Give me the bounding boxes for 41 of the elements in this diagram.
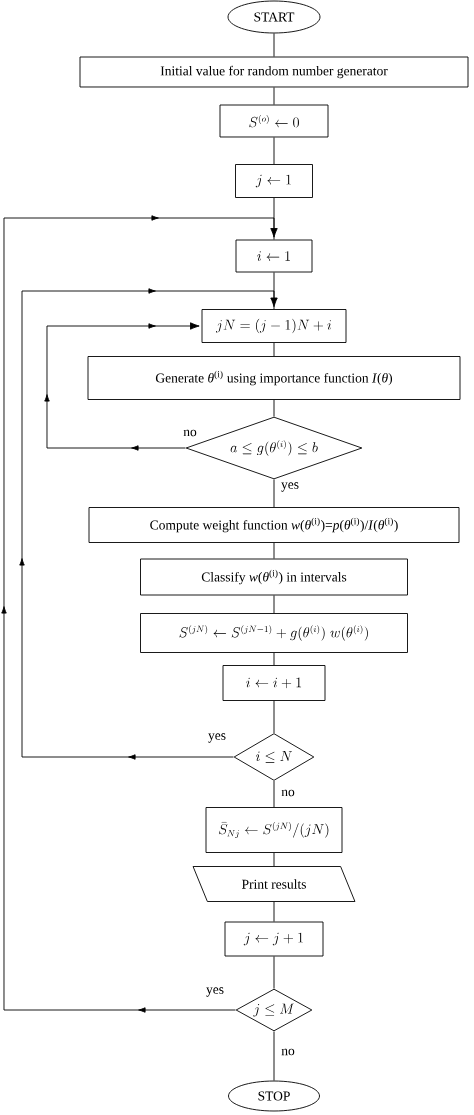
connector-line <box>273 399 275 417</box>
edge-label: yes <box>205 986 225 998</box>
edge-label: yes <box>280 481 300 493</box>
edge-label: no <box>182 428 198 438</box>
connector-line <box>273 137 275 165</box>
connector-line <box>273 901 275 922</box>
connector-line <box>273 652 275 666</box>
arrow <box>19 288 278 760</box>
arrow <box>1 215 278 1013</box>
connector-line <box>273 197 275 240</box>
edge-label: no <box>280 788 296 798</box>
connector-line <box>273 780 275 808</box>
connector-line <box>273 479 275 508</box>
output-parallelogram: Print results <box>192 866 356 902</box>
process-box: $i\leftarrow 1$ <box>235 239 313 273</box>
process-box: $\bar{S}_{Nj}\leftarrow S^{(jN)}/(jN)$ <box>205 807 343 853</box>
connector-line <box>273 342 275 357</box>
process-box: Compute weight function w(θ$^{(i)}$)=p(θ$^{(i)}$)/I(θ$^{(i)}$) <box>88 507 460 543</box>
process-box: $jN=(j-1)N+i$ <box>201 309 347 343</box>
process-box: $i\leftarrow i+1$ <box>222 665 326 701</box>
process-box: $S^{(o)}\leftarrow 0$ <box>219 104 329 138</box>
terminal-oval: START <box>227 0 321 34</box>
process-box: Initial value for random number generator <box>79 56 469 88</box>
connector-line <box>273 1031 275 1081</box>
edge-label: no <box>280 1047 296 1057</box>
connector-line <box>273 595 275 614</box>
connector-line <box>273 852 275 867</box>
process-box: $j\leftarrow 1$ <box>235 164 313 198</box>
arrow <box>44 322 200 451</box>
process-box: $S^{(jN)}\leftarrow S^{(jN-1)}+g(\theta^{(i)})\;w(\theta^{(i)})$ <box>140 613 408 653</box>
edge-label: yes <box>207 732 227 744</box>
process-box: Classify w(θ$^{(i)}$) in intervals <box>140 558 408 596</box>
terminal-oval: STOP <box>228 1080 320 1112</box>
connector-line <box>273 956 275 989</box>
connector-line <box>273 272 275 310</box>
connector-line <box>273 87 275 105</box>
connector-line <box>273 542 275 559</box>
connector-line <box>273 700 275 734</box>
process-box: Generate θ$^{(i)}$ using importance function I(θ) <box>87 356 461 400</box>
connector-line <box>273 33 275 57</box>
process-box: $j\leftarrow j+1$ <box>224 921 324 957</box>
